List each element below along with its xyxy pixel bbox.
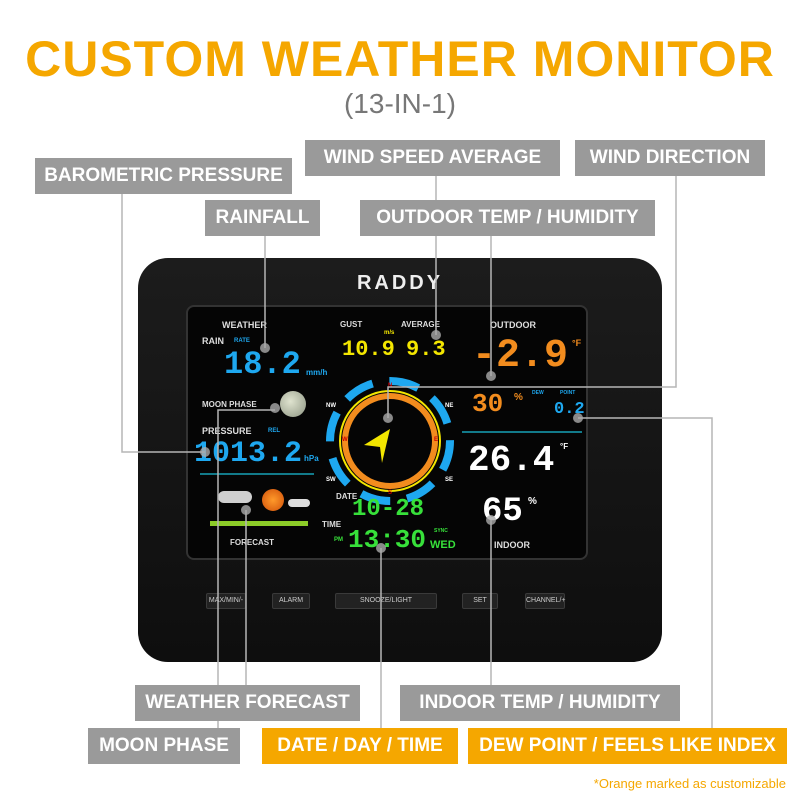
pressure-unit: hPa xyxy=(304,454,319,463)
compass-yellow-ring xyxy=(339,390,441,492)
date-label: DATE xyxy=(336,492,358,501)
footnote: *Orange marked as customizable xyxy=(593,776,786,791)
speed-unit: m/s xyxy=(384,330,395,336)
compass-n: N xyxy=(388,383,393,389)
outdoor-temp-unit: °F xyxy=(572,338,582,348)
moon-icon xyxy=(280,391,306,417)
lcd-screen: WEATHER RAIN RATE 18.2 mm/h MOON PHASE P… xyxy=(186,305,588,560)
outdoor-humidity-unit: % xyxy=(514,392,523,403)
label-date-day-time: DATE / DAY / TIME xyxy=(262,728,458,764)
rate-label: RATE xyxy=(234,338,250,344)
compass-se: SE xyxy=(445,477,454,483)
label-rainfall: RAINFALL xyxy=(205,200,320,236)
rain-unit: mm/h xyxy=(306,368,328,377)
label-moon-phase: MOON PHASE xyxy=(88,728,240,764)
snooze-light-button[interactable]: SNOOZE/LIGHT xyxy=(335,593,437,609)
outdoor-temp: -2.9 xyxy=(472,334,569,379)
gust-label: GUST xyxy=(340,320,363,329)
indoor-temp: 26.4 xyxy=(468,440,555,481)
indoor-heading: INDOOR xyxy=(494,540,530,550)
forecast-label: FORECAST xyxy=(230,538,274,547)
compass-e: E xyxy=(434,437,439,443)
set-button[interactable]: SET xyxy=(462,593,498,609)
pm-label: PM xyxy=(334,537,343,543)
divider xyxy=(200,473,314,475)
moon-phase-label: MOON PHASE xyxy=(202,400,257,409)
indoor-humidity-unit: % xyxy=(528,496,537,507)
dew-point-value: 0.2 xyxy=(554,400,585,419)
compass-orange-ring xyxy=(342,393,438,489)
label-indoor-temp-humidity: INDOOR TEMP / HUMIDITY xyxy=(400,685,680,721)
channel-button[interactable]: CHANNEL/+ xyxy=(525,593,565,609)
page-title: CUSTOM WEATHER MONITOR xyxy=(25,31,775,87)
indoor-humidity: 65 xyxy=(482,493,523,531)
wind-arrow xyxy=(364,429,390,463)
time-label: TIME xyxy=(322,520,342,529)
compass-sw: SW xyxy=(326,477,336,483)
cloud-icon xyxy=(218,491,252,503)
rel-label: REL xyxy=(268,428,280,434)
label-dew-point-feels-like: DEW POINT / FEELS LIKE INDEX xyxy=(468,728,787,764)
compass-nw: NW xyxy=(326,403,336,409)
subtitle: (13-IN-1) xyxy=(343,88,456,119)
dew-label: DEW xyxy=(532,390,544,396)
label-weather-forecast: WEATHER FORECAST xyxy=(135,685,360,721)
max-min-button[interactable]: MAX/MIN/- xyxy=(206,593,246,609)
compass-w: W xyxy=(342,437,348,443)
outdoor-humidity: 30 xyxy=(472,389,504,419)
cloud-icon xyxy=(288,499,310,507)
brand-logo: RADDY xyxy=(356,272,444,294)
alarm-button[interactable]: ALARM xyxy=(272,593,310,609)
label-wind-direction: WIND DIRECTION xyxy=(575,140,765,176)
weather-station-device: RADDY WEATHER RAIN RATE 18.2 mm/h MOON P… xyxy=(138,258,662,662)
compass-s: S xyxy=(388,490,393,496)
date-value: 10-28 xyxy=(352,496,425,523)
pressure-value: 1013.2 xyxy=(194,437,303,471)
sun-icon xyxy=(262,489,284,511)
indoor-temp-unit: °F xyxy=(560,442,569,451)
time-value: 13:30 xyxy=(348,525,427,555)
outdoor-heading: OUTDOOR xyxy=(490,320,536,330)
rain-label: RAIN xyxy=(202,336,224,346)
day-value: WED xyxy=(430,539,456,551)
weather-heading: WEATHER xyxy=(222,320,267,330)
ground-icon xyxy=(210,521,308,526)
label-barometric-pressure: BAROMETRIC PRESSURE xyxy=(35,158,292,194)
sync-label: SYNC xyxy=(434,528,448,534)
compass-ne: NE xyxy=(445,403,454,409)
rain-value: 18.2 xyxy=(224,346,301,383)
divider xyxy=(462,431,582,433)
label-outdoor-temp-humidity: OUTDOOR TEMP / HUMIDITY xyxy=(360,200,655,236)
point-label: POINT xyxy=(560,390,576,396)
label-wind-speed-average: WIND SPEED AVERAGE xyxy=(305,140,560,176)
average-label: AVERAGE xyxy=(401,320,440,329)
pressure-label: PRESSURE xyxy=(202,426,252,436)
average-value: 9.3 xyxy=(406,337,446,362)
gust-value: 10.9 xyxy=(342,337,395,362)
